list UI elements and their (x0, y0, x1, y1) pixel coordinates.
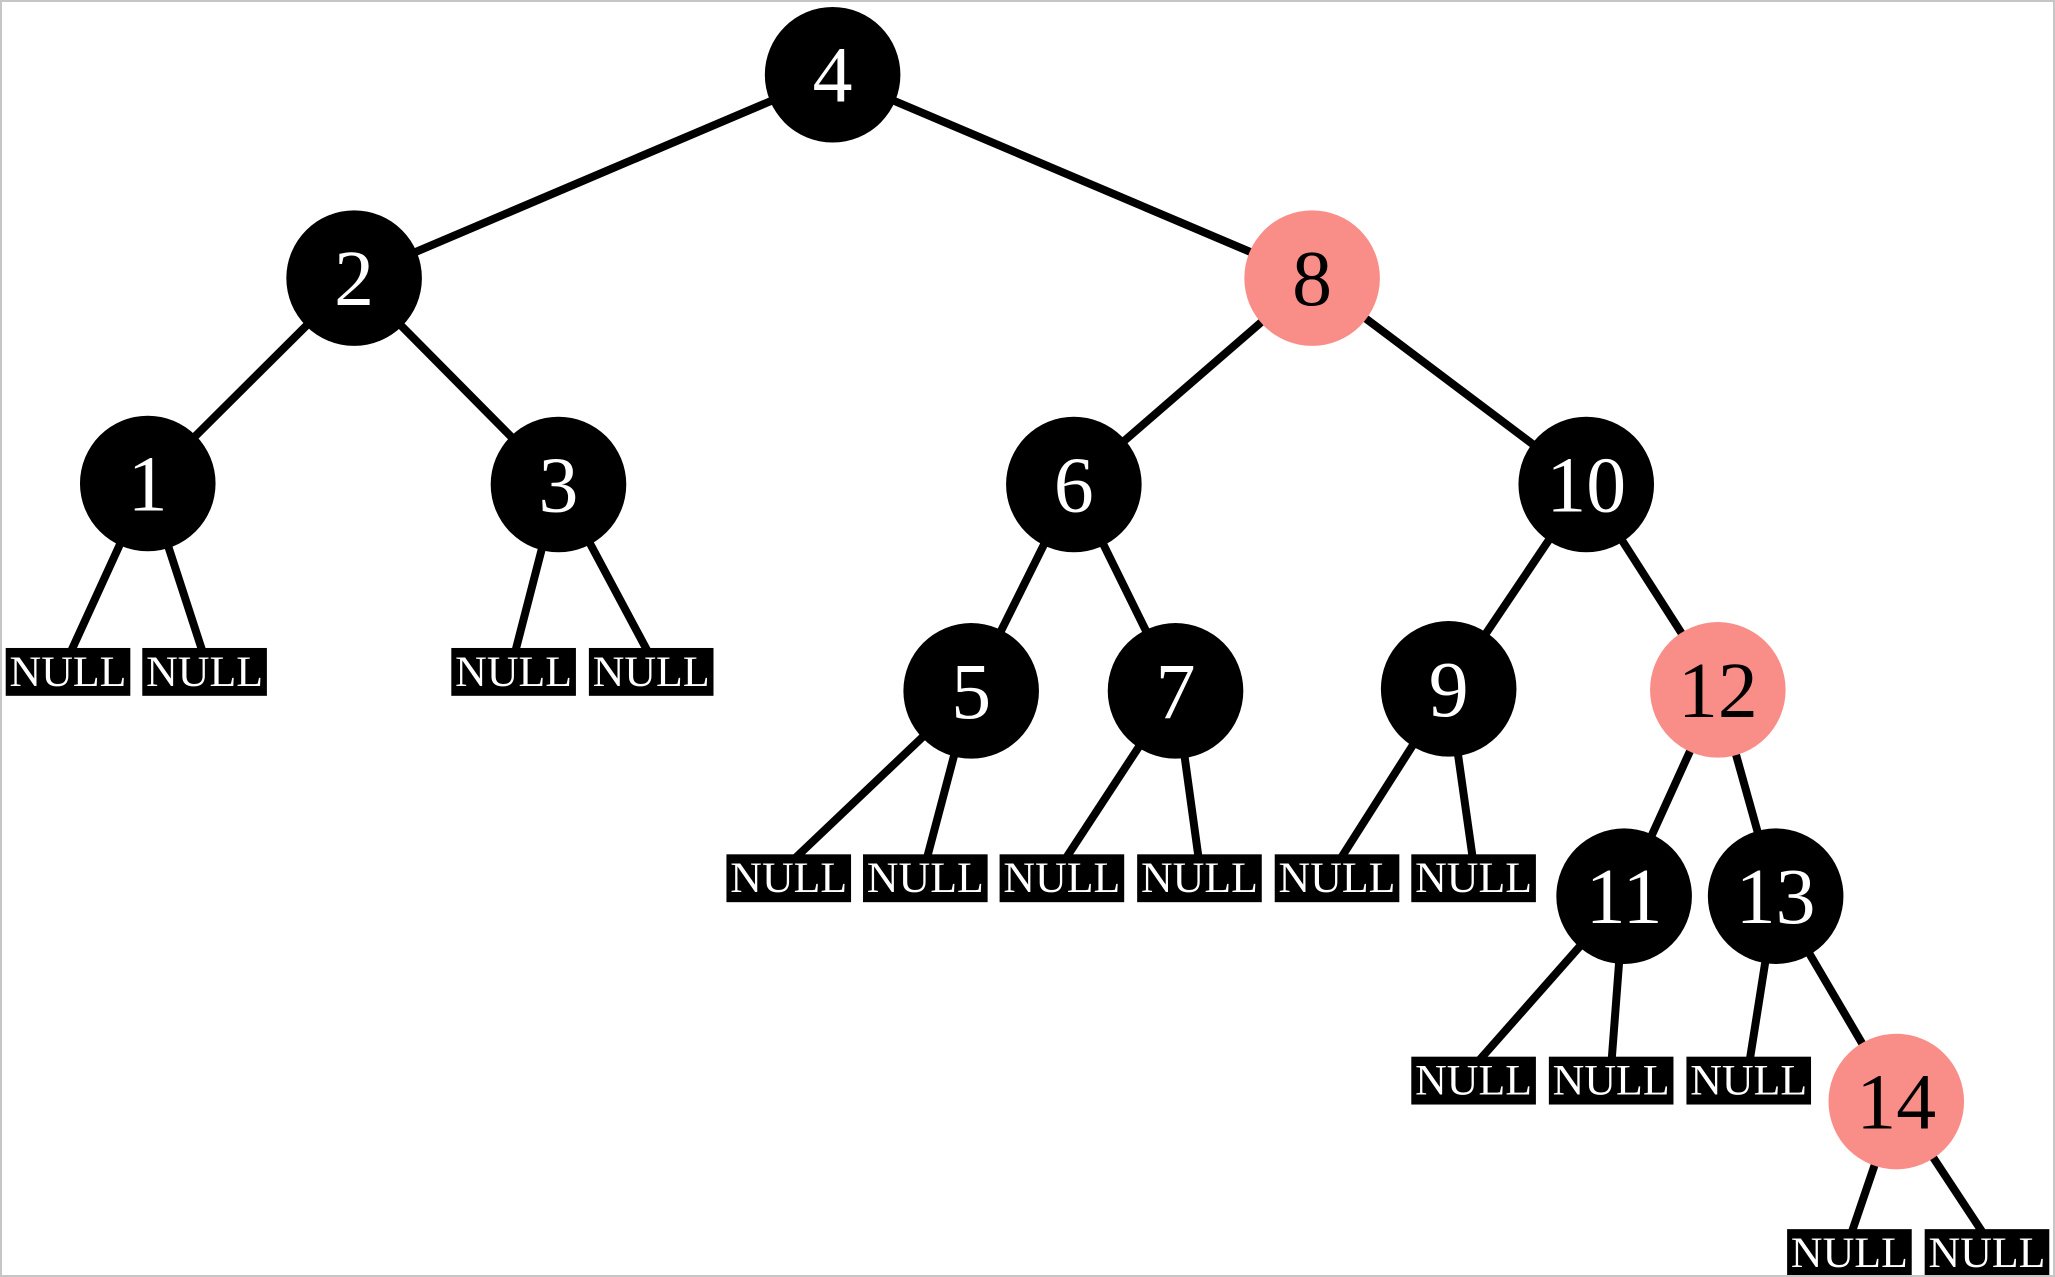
null-text: NULL (1791, 1229, 1908, 1275)
null-box (142, 647, 267, 696)
tree-node-3: 3 (490, 416, 627, 553)
null-text: NULL (1690, 1057, 1807, 1105)
null-text: NULL (1141, 854, 1258, 902)
node-value: 2 (334, 235, 374, 323)
null-text: NULL (1929, 1229, 2046, 1275)
black-node-circle (903, 623, 1039, 759)
node-value: 8 (1292, 235, 1332, 323)
black-node-circle (1707, 828, 1844, 964)
null-text: NULL (1553, 1057, 1670, 1105)
null-leaf: NULL (1137, 854, 1262, 902)
node-value: 10 (1546, 441, 1626, 529)
null-text: NULL (455, 648, 572, 696)
node-value: 1 (128, 440, 168, 528)
null-text: NULL (1415, 854, 1532, 902)
node-value: 14 (1856, 1058, 1936, 1146)
black-node-circle (1107, 623, 1244, 759)
null-box (1411, 1056, 1536, 1105)
tree-node-2: 2 (286, 210, 422, 346)
null-leaf: NULL (863, 854, 988, 902)
black-node-circle (490, 416, 627, 553)
tree-node-7: 7 (1107, 623, 1244, 759)
node-value: 3 (539, 441, 579, 529)
null-text: NULL (867, 854, 984, 902)
null-leaf: NULL (726, 854, 852, 903)
black-node-circle (79, 415, 216, 552)
null-box (588, 647, 714, 696)
null-box (1548, 1056, 1674, 1105)
red-node-circle (1244, 210, 1380, 346)
tree-node-1: 1 (79, 415, 216, 552)
null-leaf: NULL (451, 648, 576, 696)
tree-node-6: 6 (1006, 416, 1142, 553)
null-leaf: NULL (1274, 854, 1400, 903)
null-leaf: NULL (1787, 1229, 1912, 1275)
null-leaf: NULL (1924, 1229, 2050, 1275)
tree-node-4: 4 (764, 6, 901, 143)
black-node-circle (1556, 828, 1692, 964)
null-text: NULL (730, 854, 847, 902)
black-node-circle (286, 210, 422, 346)
null-box (1787, 1229, 1912, 1275)
null-box (451, 647, 576, 696)
black-node-circle (764, 6, 901, 143)
node-value: 9 (1429, 646, 1469, 734)
null-leaf: NULL (1548, 1056, 1674, 1105)
node-value: 13 (1736, 853, 1816, 941)
tree-node-5: 5 (903, 623, 1039, 759)
tree-node-8: 8 (1244, 210, 1380, 346)
black-node-circle (1006, 416, 1142, 553)
null-box (1274, 854, 1400, 903)
null-box (726, 854, 852, 903)
tree-node-13: 13 (1707, 828, 1844, 964)
null-text: NULL (1415, 1057, 1532, 1105)
tree-node-12: 12 (1650, 622, 1786, 758)
null-text: NULL (146, 648, 263, 696)
null-text: NULL (10, 648, 127, 696)
null-text: NULL (593, 648, 710, 696)
tree-node-10: 10 (1518, 416, 1655, 553)
node-value: 7 (1156, 648, 1196, 736)
red-node-circle (1650, 622, 1786, 758)
null-box (1924, 1229, 2050, 1275)
tree-node-14: 14 (1828, 1033, 1965, 1170)
null-box (863, 854, 988, 903)
null-box (1686, 1056, 1812, 1105)
red-node-circle (1828, 1033, 1965, 1170)
black-node-circle (1518, 416, 1655, 553)
tree-edge-4-8 (831, 71, 1314, 282)
null-leaf: NULL (5, 647, 131, 696)
node-value: 4 (813, 32, 853, 120)
null-leaf: NULL (1411, 1057, 1536, 1105)
tree-node-9: 9 (1380, 621, 1517, 757)
null-leaf: NULL (1686, 1056, 1812, 1105)
null-text: NULL (1003, 854, 1120, 902)
null-leaf: NULL (142, 648, 267, 696)
null-leaf: NULL (1411, 854, 1536, 902)
null-box (999, 854, 1125, 903)
null-text: NULL (1279, 854, 1396, 902)
null-box (5, 647, 131, 696)
tree-edge-4-2 (352, 71, 835, 282)
black-node-circle (1380, 621, 1517, 757)
tree-node-11: 11 (1556, 828, 1692, 964)
node-value: 11 (1586, 853, 1663, 941)
null-box (1137, 854, 1262, 903)
node-value: 5 (951, 648, 991, 736)
node-value: 12 (1678, 647, 1758, 735)
node-value: 6 (1054, 441, 1094, 529)
null-leaf: NULL (588, 647, 714, 696)
null-box (1411, 854, 1536, 903)
null-leaf: NULL (999, 854, 1125, 903)
